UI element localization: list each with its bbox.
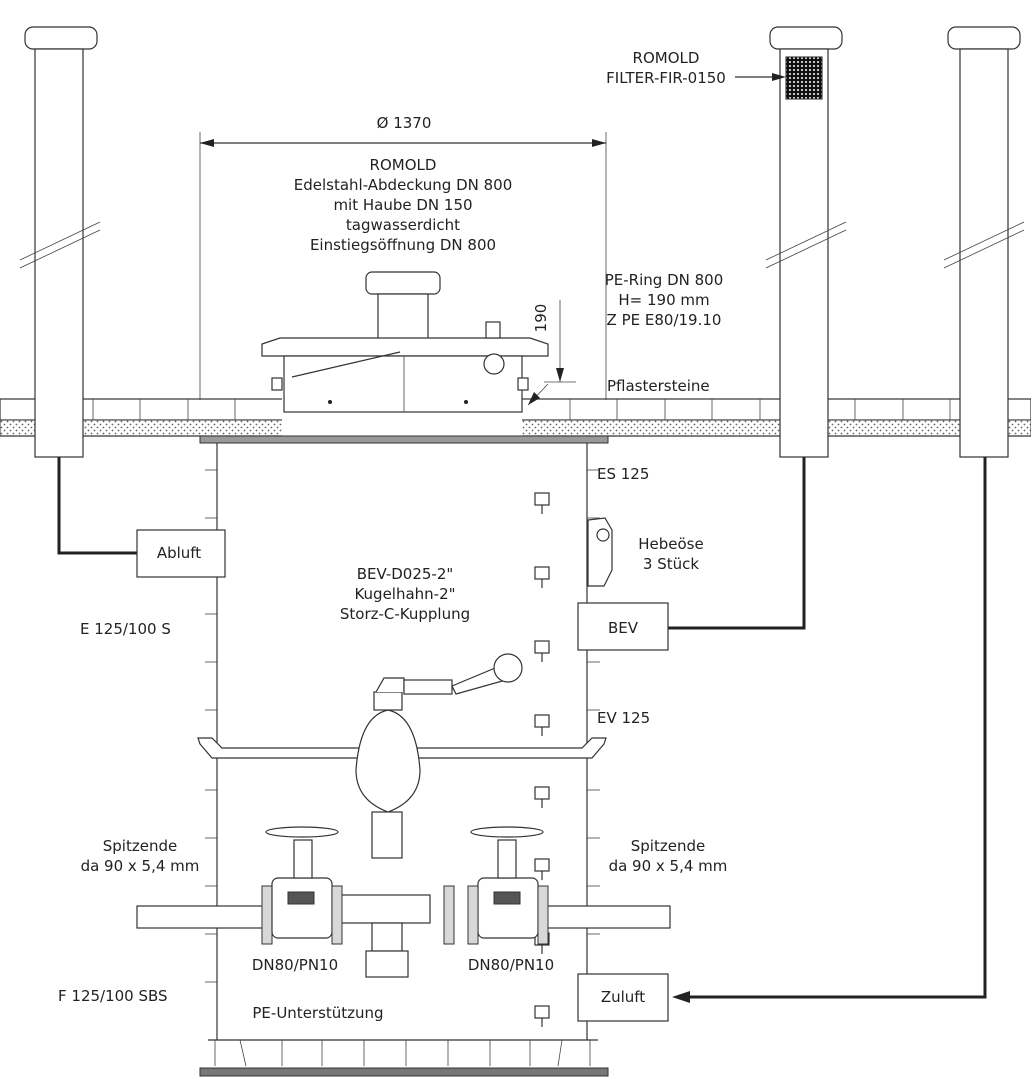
ev-label: EV 125 xyxy=(597,709,650,727)
cover-label-4: tagwasserdicht xyxy=(346,216,460,234)
zuluft-label: Zuluft xyxy=(601,988,645,1006)
dn-right-label: DN80/PN10 xyxy=(468,956,554,974)
cover-label-2: Edelstahl-Abdeckung DN 800 xyxy=(294,176,513,194)
diameter-label: Ø 1370 xyxy=(377,114,432,132)
e125-label: E 125/100 S xyxy=(80,620,171,638)
cover-label-3: mit Haube DN 150 xyxy=(333,196,472,214)
bev-text-3: Storz-C-Kupplung xyxy=(340,605,470,623)
spitz-left-1: Spitzende xyxy=(103,837,177,855)
hebe-label-1: Hebeöse xyxy=(638,535,703,553)
ladder-steps xyxy=(534,492,550,1027)
vent-pipe-right xyxy=(943,26,1025,458)
ring-label-2: H= 190 mm xyxy=(618,291,709,309)
bev-box xyxy=(577,602,669,651)
pipework xyxy=(136,653,671,978)
zuluft-box xyxy=(577,973,669,1022)
filter-label-1: ROMOLD xyxy=(633,49,700,67)
filter-label-2: FILTER-FIR-0150 xyxy=(606,69,726,87)
cover-assembly xyxy=(261,271,549,413)
spitz-right-2: da 90 x 5,4 mm xyxy=(609,857,728,875)
ring-height-dimension xyxy=(527,300,576,406)
pe-unter-label: PE-Unterstützung xyxy=(252,1004,383,1022)
cover-label-5: Einstiegsöffnung DN 800 xyxy=(310,236,496,254)
diameter-dimension xyxy=(199,132,607,400)
es-label: ES 125 xyxy=(597,465,649,483)
cover-label-1: ROMOLD xyxy=(370,156,437,174)
dn-left-label: DN80/PN10 xyxy=(252,956,338,974)
ring-label-1: PE-Ring DN 800 xyxy=(605,271,724,289)
labels: Ø 1370 ROMOLD Edelstahl-Abdeckung DN 800… xyxy=(58,49,727,1022)
bev-text-1: BEV-D025-2" xyxy=(357,565,454,583)
abluft-label: Abluft xyxy=(157,544,201,562)
vent-pipe-filter xyxy=(765,26,847,458)
ring-label-3: Z PE E80/19.10 xyxy=(607,311,722,329)
spitz-left-2: da 90 x 5,4 mm xyxy=(81,857,200,875)
lifting-lug xyxy=(587,517,613,587)
hebe-label-2: 3 Stück xyxy=(643,555,699,573)
spitz-right-1: Spitzende xyxy=(631,837,705,855)
bev-box-label: BEV xyxy=(608,619,639,637)
f125-label: F 125/100 SBS xyxy=(58,987,168,1005)
vent-pipe-left xyxy=(19,26,101,458)
abluft-box xyxy=(136,529,226,578)
connection-lines xyxy=(57,73,987,1022)
bev-text-2: Kugelhahn-2" xyxy=(354,585,455,603)
dim190-label: 190 xyxy=(532,304,550,333)
pflaster-label: Pflastersteine xyxy=(607,377,710,395)
